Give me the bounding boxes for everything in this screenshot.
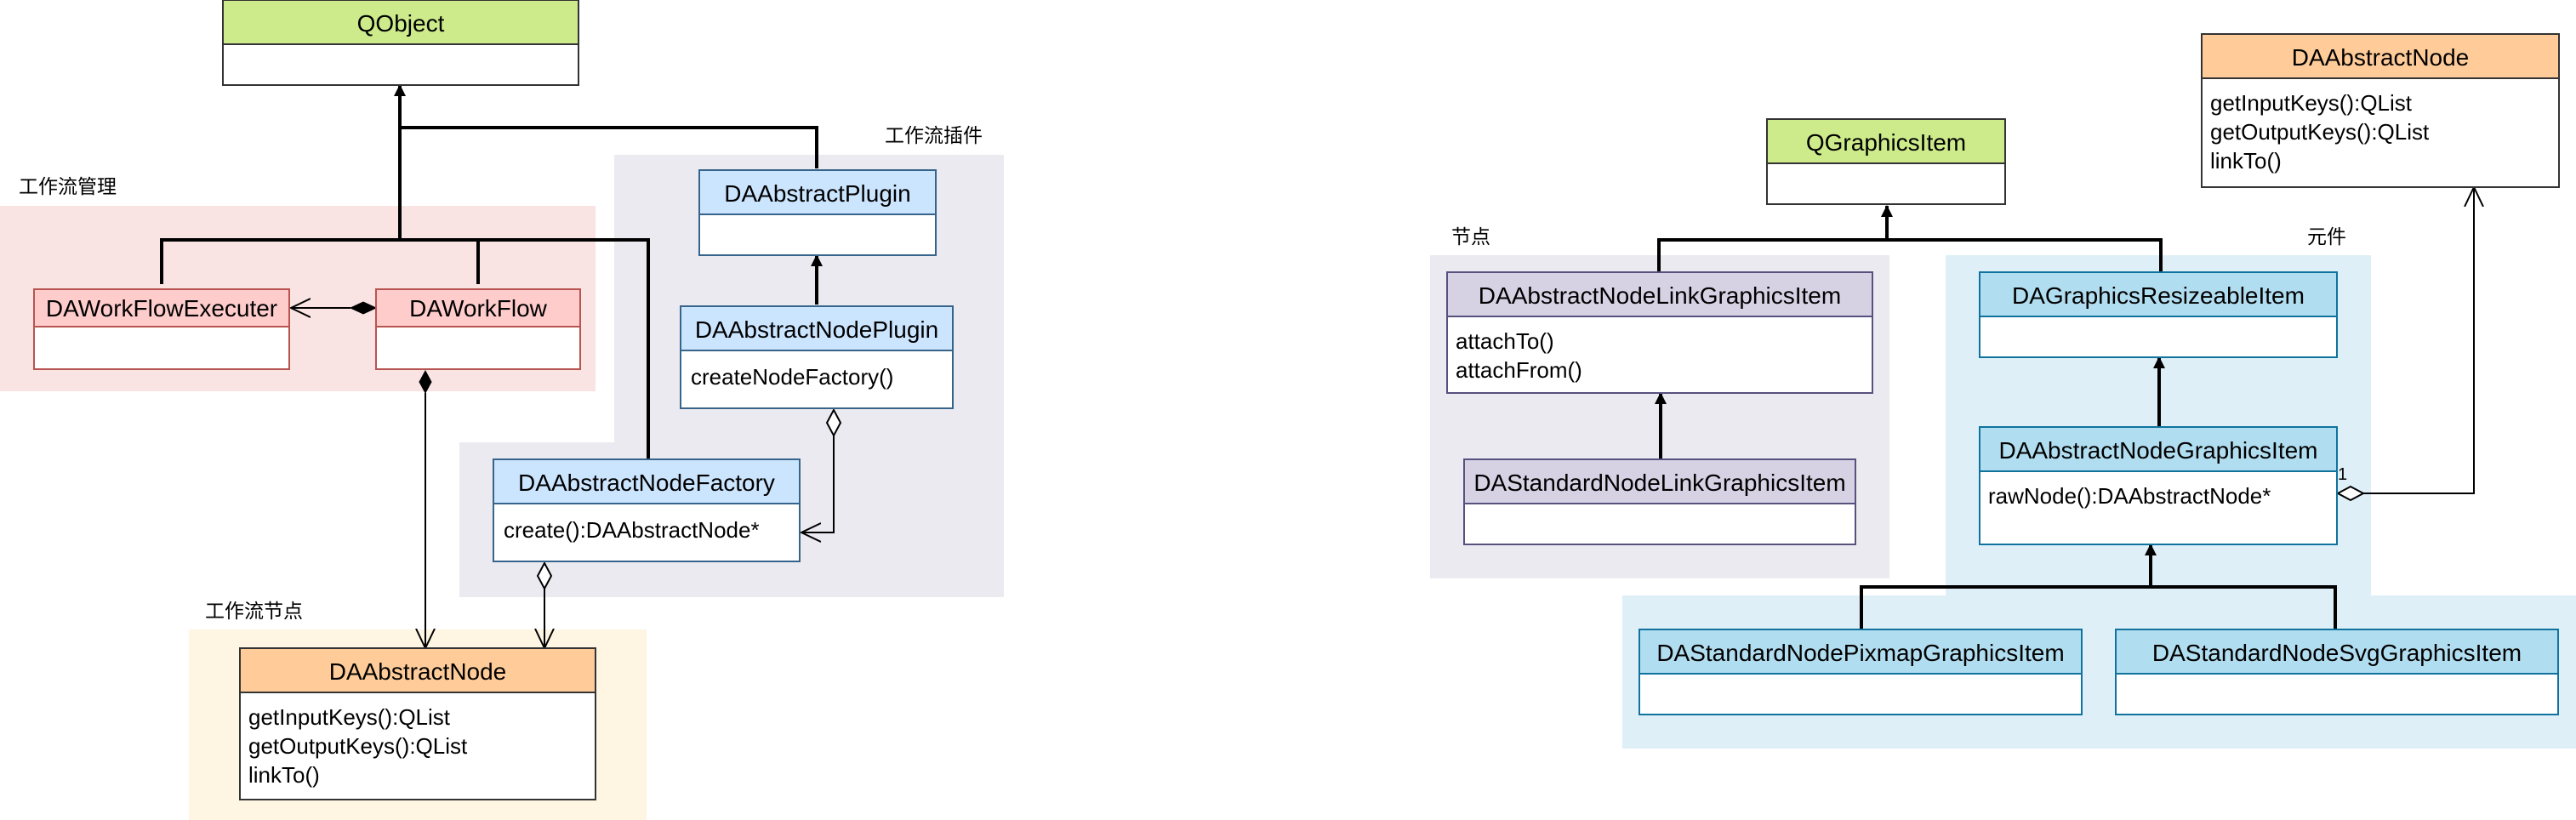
class-std-link-graphics-item[interactable]: DAStandardNodeLinkGraphicsItem bbox=[1463, 458, 1856, 545]
group-label-workflow-node: 工作流节点 bbox=[205, 601, 303, 623]
class-abstract-plugin-body bbox=[698, 214, 937, 256]
inheritance-edge-pixmap-nodegraphics bbox=[1860, 585, 2337, 629]
class-abstract-node-left[interactable]: DAAbstractNode getInputKeys():QList getO… bbox=[239, 647, 596, 800]
class-workflow[interactable]: DAWorkFlow bbox=[375, 288, 581, 370]
class-std-link-graphics-item-header bbox=[1463, 458, 1856, 504]
class-abstract-node-right-header bbox=[2201, 33, 2560, 79]
class-abstract-plugin-header bbox=[698, 169, 937, 215]
class-abstract-node-factory-member-1: create():DAAbstractNode* bbox=[504, 517, 760, 543]
class-workflow-executer[interactable]: DAWorkFlowExecuter bbox=[33, 288, 290, 370]
class-abstract-node-left-member-3: linkTo() bbox=[248, 762, 320, 788]
aggregation-diamond-factory bbox=[536, 561, 553, 591]
class-link-graphics-item-member-1: attachTo() bbox=[1456, 328, 1554, 354]
class-abstract-node-left-name: DAAbstractNode bbox=[329, 658, 507, 685]
class-node-graphics-item-member-1: rawNode():DAAbstractNode* bbox=[1988, 483, 2271, 509]
class-qobject-body bbox=[222, 43, 579, 86]
class-boxes: QObject DAWorkFlowExecuter DAWorkFlow DA… bbox=[33, 0, 2560, 800]
class-node-graphics-item-name: DAAbstractNodeGraphicsItem bbox=[1998, 437, 2317, 464]
aggregation-diamond-graphics bbox=[2335, 485, 2366, 502]
class-link-graphics-item-member-2: attachFrom() bbox=[1456, 357, 1582, 383]
class-qobject-header bbox=[222, 0, 579, 45]
class-workflow-executer-name: DAWorkFlowExecuter bbox=[46, 295, 277, 322]
class-pixmap-graphics-item[interactable]: DAStandardNodePixmapGraphicsItem bbox=[1638, 629, 2083, 715]
class-pixmap-graphics-item-header bbox=[1638, 629, 2083, 675]
aggregation-edge-graphics-rawnode bbox=[2363, 187, 2474, 494]
inheritance-edge-factory-qobject bbox=[400, 238, 650, 459]
class-abstract-node-right-member-1: getInputKeys():QList bbox=[2210, 90, 2413, 116]
class-abstract-node-left-body bbox=[239, 692, 596, 800]
class-link-graphics-item-name: DAAbstractNodeLinkGraphicsItem bbox=[1479, 282, 1841, 309]
class-workflow-name: DAWorkFlow bbox=[409, 295, 548, 322]
class-svg-graphics-item-header bbox=[2115, 629, 2559, 675]
class-qgraphicsitem-name: QGraphicsItem bbox=[1806, 129, 1966, 156]
class-abstract-node-factory[interactable]: DAAbstractNodeFactory create():DAAbstrac… bbox=[493, 458, 801, 562]
class-workflow-header bbox=[375, 288, 581, 327]
class-pixmap-graphics-item-name: DAStandardNodePixmapGraphicsItem bbox=[1656, 640, 2064, 666]
class-abstract-node-plugin-body bbox=[680, 350, 954, 409]
class-qobject-name: QObject bbox=[357, 10, 445, 37]
class-qgraphicsitem[interactable]: QGraphicsItem bbox=[1766, 118, 2006, 205]
class-abstract-node-right-body bbox=[2201, 77, 2560, 188]
aggregation-diamond-plugin bbox=[825, 407, 842, 438]
class-svg-graphics-item-body bbox=[2115, 673, 2559, 715]
class-node-graphics-item[interactable]: DAAbstractNodeGraphicsItem rawNode():DAA… bbox=[1979, 426, 2338, 545]
connectors bbox=[160, 84, 2474, 648]
class-abstract-plugin[interactable]: DAAbstractPlugin bbox=[698, 169, 937, 256]
composition-diamond-workflow-node bbox=[419, 369, 432, 395]
class-abstract-node-factory-header bbox=[493, 458, 801, 504]
class-abstract-node-right[interactable]: DAAbstractNode getInputKeys():QList getO… bbox=[2201, 33, 2560, 188]
class-resizeable-item-name: DAGraphicsResizeableItem bbox=[2012, 282, 2305, 309]
class-pixmap-graphics-item-body bbox=[1638, 673, 2083, 715]
class-abstract-node-right-member-2: getOutputKeys():QList bbox=[2210, 119, 2430, 145]
class-qgraphicsitem-body bbox=[1766, 162, 2006, 205]
class-svg-graphics-item-name: DAStandardNodeSvgGraphicsItem bbox=[2152, 640, 2522, 666]
class-std-link-graphics-item-name: DAStandardNodeLinkGraphicsItem bbox=[1473, 470, 1845, 496]
class-resizeable-item[interactable]: DAGraphicsResizeableItem bbox=[1979, 271, 2338, 358]
composition-diamond-workflow bbox=[349, 301, 378, 315]
class-abstract-node-plugin-name: DAAbstractNodePlugin bbox=[695, 316, 938, 343]
group-label-node: 节点 bbox=[1451, 226, 1490, 248]
class-abstract-node-plugin[interactable]: DAAbstractNodePlugin createNodeFactory() bbox=[680, 305, 954, 409]
group-label-component: 元件 bbox=[2307, 226, 2346, 248]
class-abstract-node-factory-name: DAAbstractNodeFactory bbox=[518, 470, 775, 496]
multiplicity-graphics-rawnode: 1 bbox=[2338, 465, 2347, 484]
class-link-graphics-item[interactable]: DAAbstractNodeLinkGraphicsItem attachTo(… bbox=[1446, 271, 1873, 394]
class-node-graphics-item-header bbox=[1979, 426, 2338, 472]
class-abstract-node-right-member-3: linkTo() bbox=[2210, 148, 2282, 174]
class-svg-graphics-item[interactable]: DAStandardNodeSvgGraphicsItem bbox=[2115, 629, 2559, 715]
class-std-link-graphics-item-body bbox=[1463, 503, 1856, 545]
inheritance-edge-linkitem-qgraphicsitem bbox=[1657, 238, 2163, 272]
group-label-workflow-plugin: 工作流插件 bbox=[885, 125, 983, 147]
class-resizeable-item-body bbox=[1979, 316, 2338, 358]
class-abstract-plugin-name: DAAbstractPlugin bbox=[724, 180, 910, 207]
class-qgraphicsitem-header bbox=[1766, 118, 2006, 164]
class-abstract-node-factory-body bbox=[493, 503, 801, 562]
class-abstract-node-right-name: DAAbstractNode bbox=[2292, 44, 2470, 71]
class-abstract-node-left-member-2: getOutputKeys():QList bbox=[248, 733, 468, 759]
inheritance-edge-plugin-qobject bbox=[400, 126, 818, 168]
class-workflow-body bbox=[375, 326, 581, 370]
class-workflow-executer-body bbox=[33, 326, 290, 370]
class-node-graphics-item-body bbox=[1979, 470, 2338, 545]
class-qobject[interactable]: QObject bbox=[222, 0, 579, 86]
class-link-graphics-item-body bbox=[1446, 316, 1873, 394]
class-abstract-node-plugin-member-1: createNodeFactory() bbox=[691, 364, 893, 390]
aggregation-edge-plugin-factory bbox=[801, 436, 835, 532]
group-label-workflow-mgmt: 工作流管理 bbox=[19, 176, 117, 198]
class-abstract-node-left-member-1: getInputKeys():QList bbox=[248, 704, 451, 730]
